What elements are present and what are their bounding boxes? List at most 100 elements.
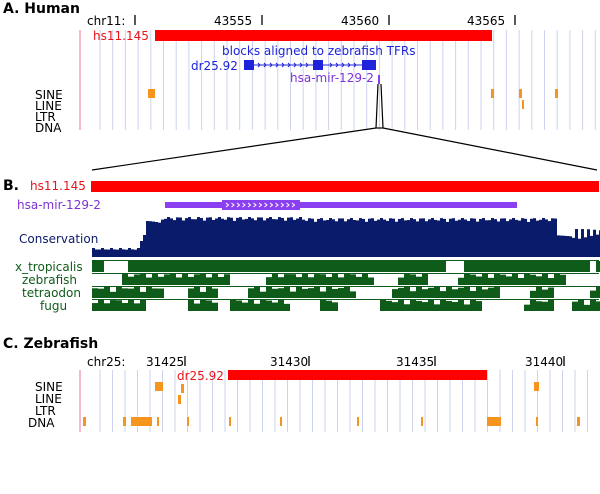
species-alignment-block [458, 299, 464, 311]
conservation-bar [359, 218, 362, 257]
species-alignment-block [272, 288, 278, 298]
conservation-bar [245, 218, 248, 257]
conservation-bar [161, 219, 164, 257]
species-alignment-block [356, 261, 362, 272]
arrow-chevron [341, 62, 345, 68]
conservation-bar [167, 217, 170, 257]
conservation-bar [374, 220, 377, 257]
species-alignment-block [332, 288, 338, 298]
conservation-bar [536, 220, 539, 257]
species-alignment-block [314, 274, 320, 285]
panel-a-mir-label: hsa-mir-129-2 [290, 71, 374, 85]
species-alignment-block [362, 273, 368, 285]
conservation-bar [350, 218, 353, 257]
species-alignment-block [182, 273, 188, 285]
conservation-bar [137, 248, 140, 257]
species-alignment-block [464, 304, 470, 311]
conservation-bar [479, 219, 482, 257]
species-alignment-block [488, 261, 494, 272]
species-alignment-block [344, 274, 350, 285]
species-alignment-block [596, 301, 600, 311]
species-alignment-block [134, 286, 140, 298]
conservation-bar [425, 221, 428, 257]
conservation-bar [431, 218, 434, 257]
arrow-chevron [281, 62, 285, 68]
panel-a-track-dna: DNA [35, 121, 62, 135]
dna-repeat [357, 417, 359, 426]
species-alignment-block [458, 277, 464, 285]
panel-a-mir-mark [378, 75, 380, 84]
species-alignment-block [452, 301, 458, 311]
species-alignment-block [554, 261, 560, 272]
species-alignment-block [278, 261, 284, 272]
species-alignment-block [446, 301, 452, 311]
conservation-bar [584, 237, 587, 257]
species-alignment-block [104, 286, 110, 298]
species-alignment-block [344, 286, 350, 298]
species-alignment-block [518, 261, 524, 272]
species-alignment-block [320, 291, 326, 298]
arrow-chevron [335, 62, 339, 68]
conservation-bar [515, 219, 518, 257]
species-alignment-block [110, 291, 116, 298]
species-alignment-block [422, 273, 428, 285]
species-alignment-block [98, 299, 104, 311]
conservation-bar [227, 217, 230, 257]
species-alignment-block [404, 304, 410, 311]
species-alignment-block [92, 303, 98, 311]
conservation-bar [155, 222, 158, 257]
species-alignment-block [422, 289, 428, 298]
arrow-chevron [236, 202, 241, 208]
species-alignment-block [140, 273, 146, 285]
conservation-bar [98, 249, 101, 257]
conservation-bar [311, 218, 314, 257]
species-alignment-block [374, 261, 380, 272]
conservation-bar [518, 220, 521, 257]
conservation-bar [557, 235, 560, 257]
conservation-bar [482, 218, 485, 257]
species-alignment-block [140, 291, 146, 298]
species-alignment-block [476, 286, 482, 298]
species-alignment-block [572, 261, 578, 272]
species-alignment-block [206, 286, 212, 298]
arrow-chevron [275, 62, 279, 68]
arrow-chevron [347, 62, 351, 68]
panel-b-title: B. [3, 178, 19, 194]
species-label-x-tropicalis: x_tropicalis [15, 260, 83, 274]
conservation-bar [545, 219, 548, 257]
species-alignment-block [254, 261, 260, 272]
species-alignment-block [122, 273, 128, 285]
species-alignment-block [134, 274, 140, 285]
conservation-bar [473, 218, 476, 257]
species-alignment-block [326, 276, 332, 285]
panel-a-track-line: LINE [35, 99, 62, 113]
conservation-bar [131, 249, 134, 257]
species-alignment-block [176, 277, 182, 285]
dna-repeat [280, 417, 282, 426]
conservation-bar [500, 218, 503, 257]
species-alignment-block [260, 291, 266, 298]
conservation-bar [452, 218, 455, 257]
panel-a-human: A. Human chr11: 43555 43560 43565 hs11.1… [3, 1, 598, 171]
conservation-bar [416, 221, 419, 257]
panel-a-sine-repeat [491, 89, 494, 98]
species-alignment-block [410, 274, 416, 285]
species-alignment-block [560, 261, 566, 272]
species-alignment-block [116, 286, 122, 298]
species-alignment-block [188, 276, 194, 285]
species-alignment-block [470, 290, 476, 298]
conservation-bar [272, 219, 275, 257]
species-alignment-block [266, 286, 272, 298]
conservation-bar [386, 220, 389, 257]
conservation-bar [395, 221, 398, 257]
species-alignment-block [200, 299, 206, 311]
species-alignment-block [458, 287, 464, 298]
conservation-bar [566, 236, 569, 257]
species-alignment-block [200, 261, 206, 272]
species-alignment-block [488, 277, 494, 285]
panel-a-gridlines [99, 30, 596, 130]
conservation-bar [458, 219, 461, 257]
conservation-bar [182, 220, 185, 257]
species-alignment-block [524, 261, 530, 272]
arrow-chevron [264, 202, 268, 208]
